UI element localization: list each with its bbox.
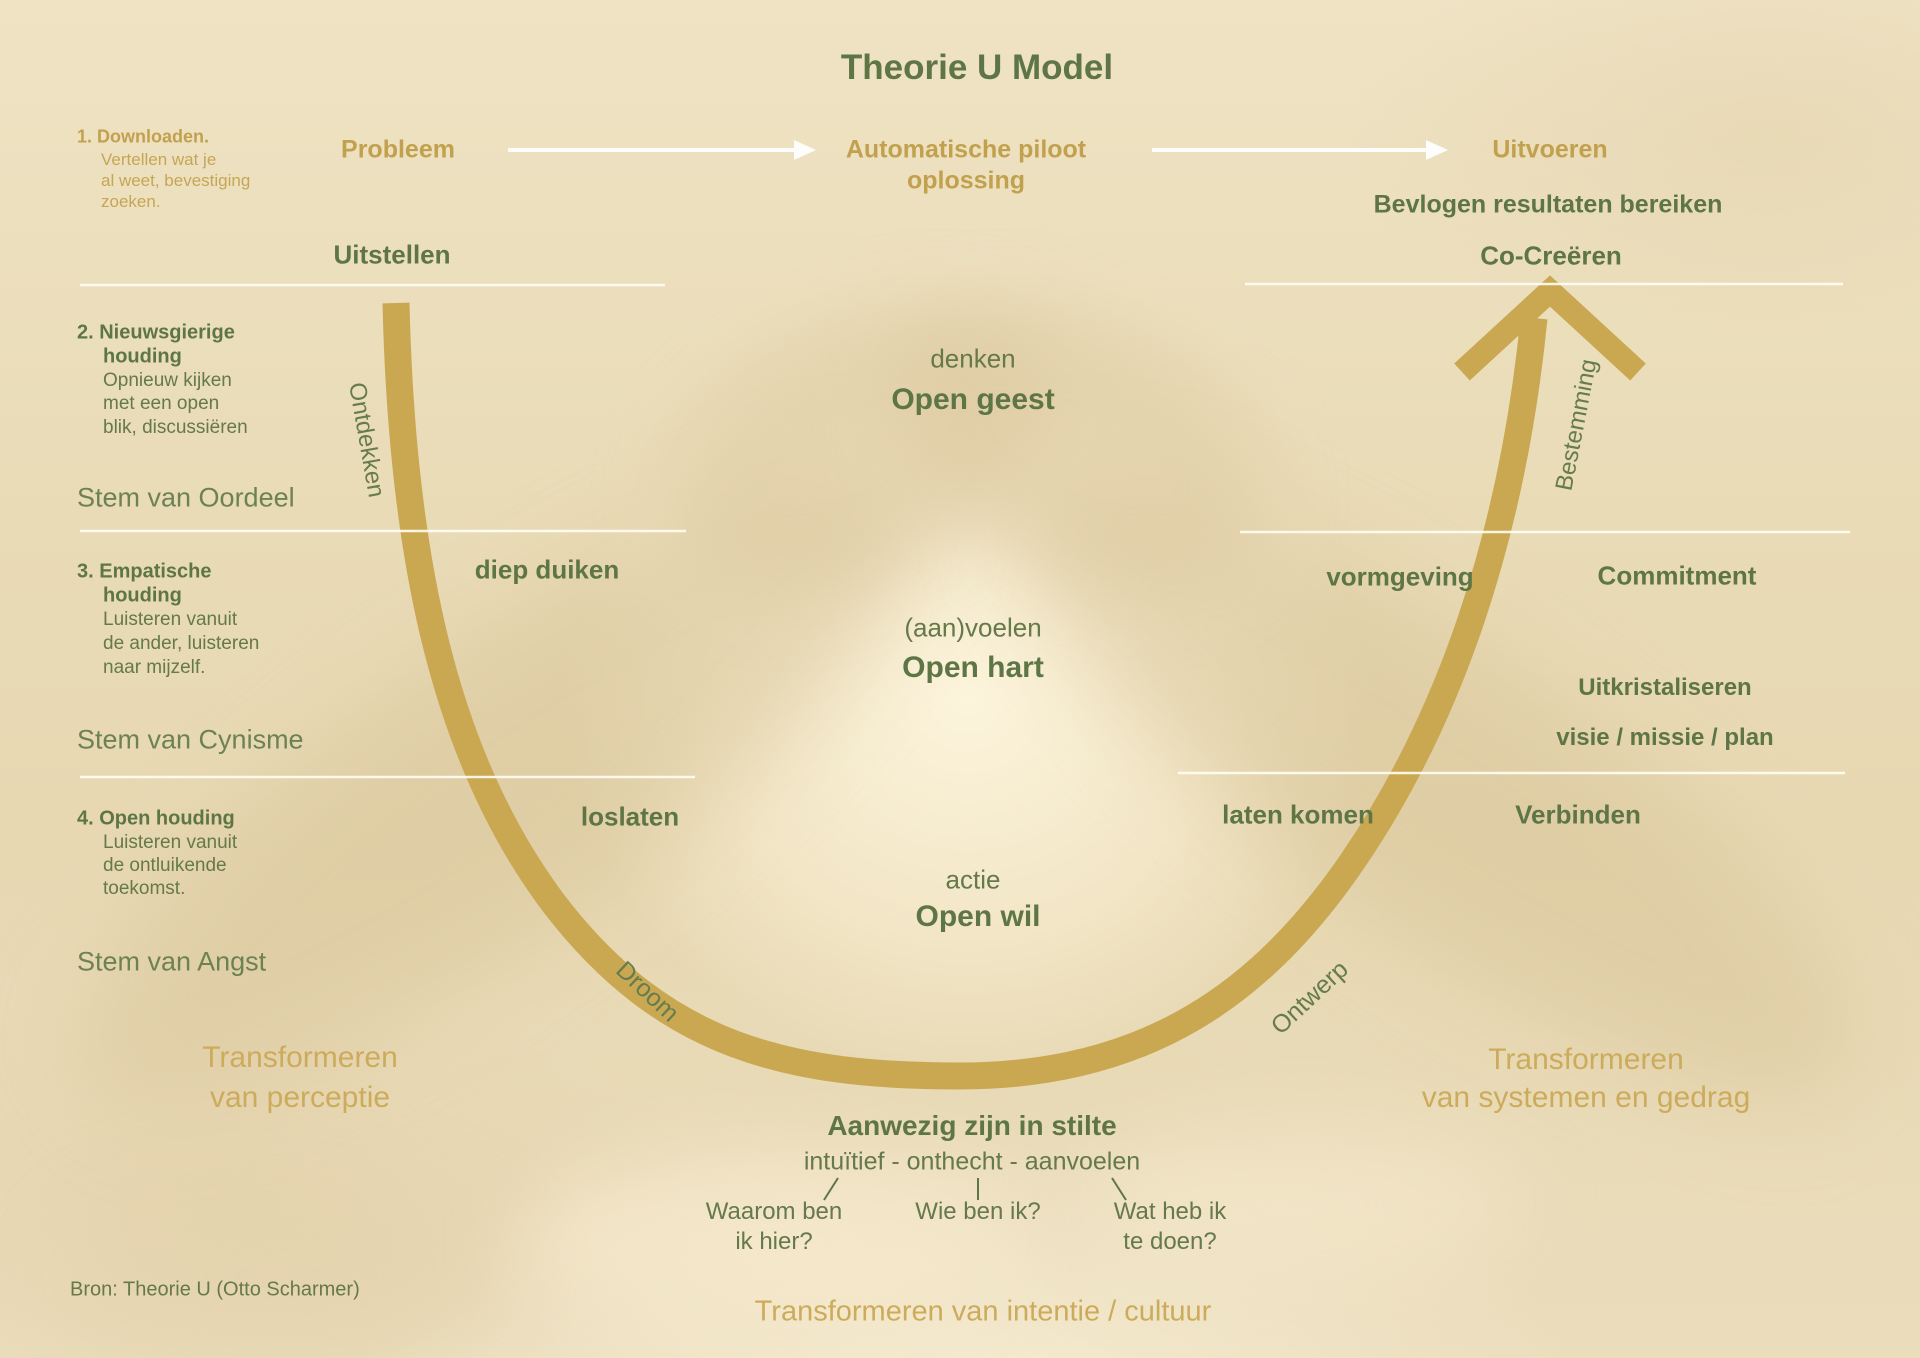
label-laten-komen: laten komen — [1222, 799, 1374, 830]
transform-bottom: Transformeren van intentie / cultuur — [754, 1295, 1212, 1328]
flow-arrow-1-head-icon — [794, 140, 816, 160]
label-bevlogen-resultaten: Bevlogen resultaten bereiken — [1373, 190, 1723, 219]
step1-body-line2: al weet, bevestiging — [101, 171, 251, 190]
question-3-line1: Wat heb ik — [1113, 1198, 1227, 1225]
step1-body-line1: Vertellen wat je — [101, 150, 217, 169]
step2-body-line2: met een open — [103, 393, 220, 414]
step4-body-line2: de ontluikende — [103, 855, 227, 876]
transform-left-line2: van perceptie — [209, 1081, 391, 1114]
background-cloud-left — [60, 1190, 500, 1358]
flow-label-piloot-line1: Automatische piloot — [845, 135, 1087, 164]
step3-body-line2: de ander, luisteren — [103, 633, 260, 654]
label-stem-van-cynisme: Stem van Cynisme — [77, 724, 304, 755]
label-loslaten: loslaten — [580, 801, 680, 832]
flow-label-uitvoeren: Uitvoeren — [1492, 135, 1608, 164]
label-stem-van-oordeel: Stem van Oordeel — [77, 482, 295, 513]
label-uitstellen: Uitstellen — [333, 239, 451, 270]
step4-body-line1: Luisteren vanuit — [103, 832, 238, 853]
u-arrow-head-icon — [1454, 275, 1646, 381]
label-diep-duiken: diep duiken — [474, 554, 620, 585]
flow-label-probleem: Probleem — [341, 135, 455, 164]
step4-body-line3: toekomst. — [103, 878, 186, 899]
label-stem-van-angst: Stem van Angst — [77, 946, 267, 977]
step4-header: 4. Open houding — [77, 807, 235, 830]
transform-right-line1: Transformeren — [1488, 1043, 1684, 1076]
source-credit: Bron: Theorie U (Otto Scharmer) — [70, 1278, 360, 1301]
question-1-line2: ik hier? — [735, 1228, 813, 1255]
question-3-line2: te doen? — [1123, 1228, 1217, 1255]
step3-header-line2: houding — [103, 584, 182, 607]
label-denken: denken — [930, 343, 1016, 374]
u-curve — [382, 302, 1548, 1090]
connector-tick-right — [1111, 1177, 1127, 1201]
label-vormgeving: vormgeving — [1326, 561, 1474, 592]
label-co-creeren: Co-Creëren — [1480, 240, 1622, 271]
step1-body-line3: zoeken. — [101, 192, 161, 211]
step2-header-line2: houding — [103, 345, 182, 368]
step3-header-line1: 3. Empatische — [77, 560, 212, 583]
background-cloud-center — [520, 1160, 1020, 1320]
step2-body-line1: Opnieuw kijken — [103, 370, 232, 391]
question-1-line1: Waarom ben — [705, 1198, 843, 1225]
flow-arrow-2-head-icon — [1426, 140, 1448, 160]
flow-label-piloot-line2: oplossing — [906, 166, 1026, 195]
label-aanvoelen: (aan)voelen — [904, 612, 1042, 643]
label-uitkristaliseren: Uitkristaliseren — [1578, 674, 1752, 701]
label-verbinden: Verbinden — [1515, 799, 1641, 830]
label-open-geest: Open geest — [891, 383, 1055, 416]
step1-header: 1. Downloaden. — [77, 126, 210, 147]
label-visie-missie-plan: visie / missie / plan — [1556, 724, 1774, 751]
transform-left-line1: Transformeren — [202, 1041, 398, 1074]
connector-tick-left — [823, 1177, 839, 1201]
label-open-hart: Open hart — [902, 651, 1044, 684]
page-title: Theorie U Model — [840, 48, 1114, 87]
transform-right-line2: van systemen en gedrag — [1421, 1081, 1751, 1114]
presence-title: Aanwezig zijn in stilte — [827, 1110, 1117, 1141]
step3-body-line3: naar mijzelf. — [103, 657, 206, 678]
step3-body-line1: Luisteren vanuit — [103, 609, 238, 630]
presence-subtitle: intuïtief - onthecht - aanvoelen — [803, 1147, 1141, 1176]
label-actie: actie — [945, 864, 1001, 895]
question-2: Wie ben ik? — [915, 1198, 1041, 1225]
step2-header-line1: 2. Nieuwsgierige — [77, 321, 235, 344]
label-open-wil: Open wil — [915, 900, 1041, 933]
label-commitment: Commitment — [1597, 560, 1757, 591]
step2-body-line3: blik, discussiëren — [103, 417, 248, 438]
background-cloud-right — [1090, 1130, 1520, 1280]
